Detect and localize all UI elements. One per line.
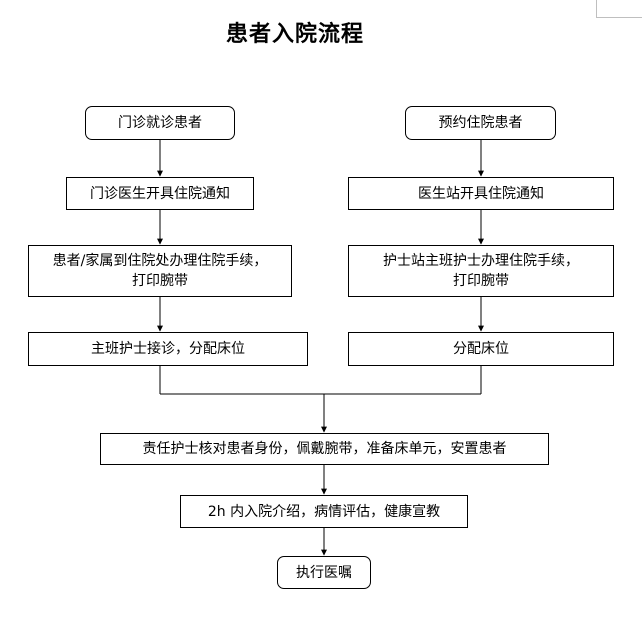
- node-clinic-patient: 门诊就诊患者: [85, 106, 235, 140]
- node-charge-nurse-bed: 主班护士接诊，分配床位: [28, 332, 308, 366]
- node-orientation: 2h 内入院介绍，病情评估，健康宣教: [180, 495, 468, 528]
- node-scheduled-patient-label: 预约住院患者: [438, 115, 523, 131]
- node-orientation-label: 2h 内入院介绍，病情评估，健康宣教: [207, 503, 441, 520]
- node-family-admission: 患者/家属到住院处办理住院手续， 打印腕带: [28, 245, 292, 297]
- node-verify-identity: 责任护士核对患者身份，佩戴腕带，准备床单元，安置患者: [100, 433, 549, 465]
- diagram-title: 患者入院流程: [225, 21, 364, 47]
- node-charge-nurse-bed-label: 主班护士接诊，分配床位: [91, 341, 245, 357]
- node-nurse-admission: 护士站主班护士办理住院手续， 打印腕带: [348, 245, 614, 297]
- node-clinic-doctor-notice: 门诊医生开具住院通知: [66, 177, 254, 210]
- node-family-admission-label: 患者/家属到住院处办理住院手续， 打印腕带: [52, 253, 268, 289]
- node-execute-orders: 执行医嘱: [277, 556, 371, 589]
- node-station-doctor-notice-label: 医生站开具住院通知: [418, 185, 544, 202]
- node-execute-orders-label: 执行医嘱: [296, 564, 352, 581]
- node-assign-bed-label: 分配床位: [453, 341, 509, 357]
- node-clinic-doctor-notice-label: 门诊医生开具住院通知: [90, 185, 230, 202]
- page-corner-mark: [596, 0, 642, 18]
- node-nurse-admission-label: 护士站主班护士办理住院手续， 打印腕带: [383, 253, 579, 289]
- node-assign-bed: 分配床位: [348, 332, 614, 366]
- node-station-doctor-notice: 医生站开具住院通知: [348, 177, 614, 210]
- node-clinic-patient-label: 门诊就诊患者: [118, 115, 202, 131]
- node-scheduled-patient: 预约住院患者: [405, 106, 556, 140]
- node-verify-identity-label: 责任护士核对患者身份，佩戴腕带，准备床单元，安置患者: [142, 441, 507, 457]
